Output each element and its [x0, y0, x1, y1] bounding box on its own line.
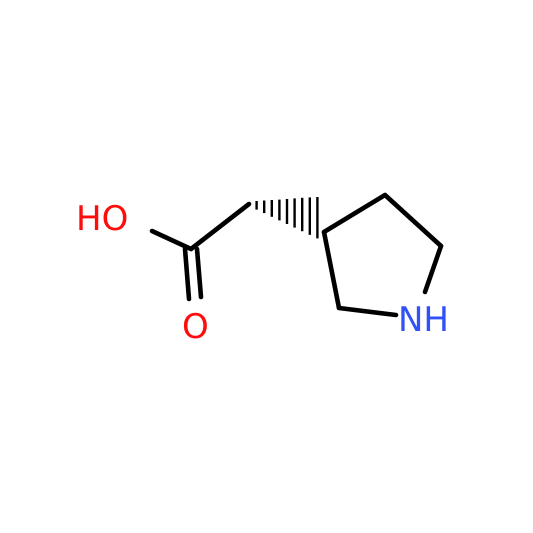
hashed-wedge-bond [247, 197, 319, 239]
bond-c2-c3 [321, 229, 342, 311]
hydroxyl-label: HO [76, 199, 128, 239]
bond-c-o-double-b [194, 246, 204, 300]
bond-c-ch2 [188, 201, 252, 252]
amine-label: NH [398, 300, 449, 340]
bond-c5-n [422, 243, 444, 295]
bond-c-oh [149, 228, 194, 252]
bond-c4-c5 [382, 192, 444, 249]
bond-c-o-double-a [182, 246, 192, 302]
carbonyl-oxygen-label: O [182, 307, 209, 347]
bond-c3-c4 [321, 192, 388, 235]
bond-n-c2 [336, 305, 399, 318]
